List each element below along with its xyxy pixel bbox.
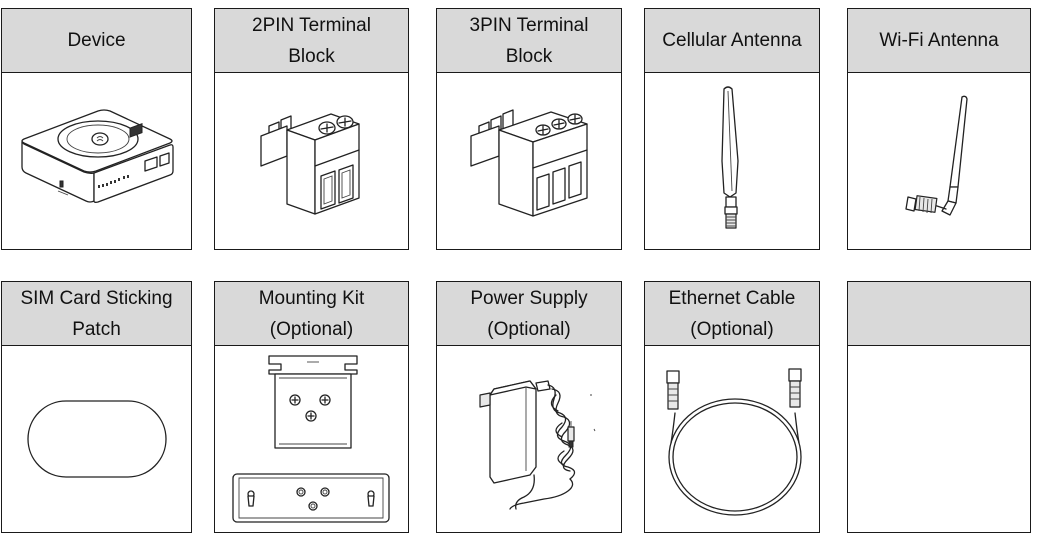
item-title: Mounting Kit(Optional) [215,282,408,346]
wifi-antenna-icon [905,95,968,216]
item-title: Ethernet Cable(Optional) [645,282,819,346]
package-item-power-supply: Power Supply(Optional) [436,281,622,533]
2pin-terminal-block-icon [259,113,360,215]
item-title: Wi-Fi Antenna [848,9,1030,73]
package-item-cellular-antenna: Cellular Antenna [644,8,820,250]
item-title: Cellular Antenna [645,9,819,73]
package-item-wifi-antenna: Wi-Fi Antenna [847,8,1031,250]
package-item-empty [847,281,1031,533]
cellular-antenna-icon [721,86,739,229]
package-item-device: Device [1,8,192,250]
package-item-ethernet-cable: Ethernet Cable(Optional) [644,281,820,533]
ethernet-cable-icon [666,368,802,516]
power-supply-icon [479,380,596,510]
package-item-mounting-kit: Mounting Kit(Optional) [214,281,409,533]
sim-sticking-patch-icon [26,400,167,478]
router-device-icon [20,109,174,203]
empty-body [848,346,1030,532]
mounting-kit-icon [231,355,390,523]
item-title: Device [2,9,191,73]
item-title: Power Supply(Optional) [437,282,621,346]
3pin-terminal-block-icon [470,109,588,217]
item-title [848,282,1030,346]
